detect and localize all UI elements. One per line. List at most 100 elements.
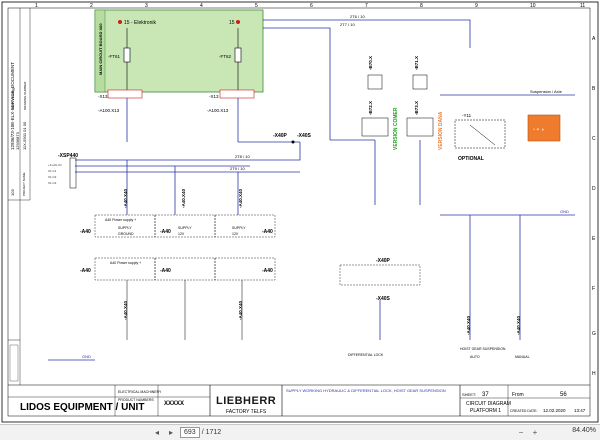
svg-text:X1.C3: X1.C3 xyxy=(48,181,57,185)
connector-2-label: -X13 xyxy=(209,94,219,99)
sensor-b70: -B70.X xyxy=(367,56,383,90)
connector-1-sub: -A100.X13 xyxy=(98,108,120,113)
row-g: G xyxy=(592,331,596,337)
svg-text:MANUAL: MANUAL xyxy=(515,355,530,359)
col-11: 11 xyxy=(580,3,585,9)
created-label: CREATED DATE: xyxy=(510,409,538,413)
orange-component xyxy=(527,114,561,142)
svg-text:-A40.X40: -A40.X40 xyxy=(238,300,243,320)
factory-label: FACTORY TELFS xyxy=(226,409,267,415)
from-number: 56 xyxy=(560,392,567,398)
svg-text:DIFFERENTIAL LOCK: DIFFERENTIAL LOCK xyxy=(348,353,384,357)
svg-text:SUPPLY: SUPPLY xyxy=(178,226,192,230)
b71-label: -B71.X xyxy=(414,56,419,70)
circuit-diagram-sheet: 1 2 3 4 5 6 7 8 9 10 11 A B C D E F G H … xyxy=(0,0,600,424)
sheet-label: SHEET: xyxy=(462,392,476,397)
row-a: A xyxy=(592,36,596,42)
connector-x13-b xyxy=(219,89,255,99)
col-5: 5 xyxy=(255,3,258,9)
lower-right-circuits: -X40P -X40S DIFFERENTIAL LOCK -A40.X40 -… xyxy=(339,258,530,359)
svg-text:-A40: -A40 xyxy=(160,229,171,235)
svg-text:AUTO: AUTO xyxy=(470,355,480,359)
svg-text:12V: 12V xyxy=(178,232,185,236)
col-4: 4 xyxy=(200,3,203,9)
svg-text:-A40.X40: -A40.X40 xyxy=(466,315,471,335)
blue-wires xyxy=(48,19,575,361)
title-block: LIDOS EQUIPMENT / UNIT ELECTRICAL MACHIN… xyxy=(8,384,590,416)
svg-text:-A40.X40: -A40.X40 xyxy=(123,188,128,208)
x40-connectors: -X40P -X40S xyxy=(273,133,312,144)
version-comer: VERSION COMER xyxy=(393,107,399,150)
idnum-label: IDENT. NUMBER: xyxy=(11,86,15,110)
svg-text:-A40: -A40 xyxy=(160,268,171,274)
col-1: 1 xyxy=(35,3,38,9)
svg-text:-X40S: -X40S xyxy=(376,296,391,302)
project-label: PROJECT NAME: xyxy=(22,172,26,196)
page-count: 103 xyxy=(10,189,15,196)
xsp440-connector: -XSP440 +F+2C-X1 X1.C1 X1.C2 X1.C3 xyxy=(48,153,78,189)
a40-block-1: -A40.X40 -A40 A40 Power supply + SUPPLY … xyxy=(80,188,156,340)
row-b: B xyxy=(592,86,596,92)
gnd-label-left: GND xyxy=(82,354,91,359)
elektronik-label: 15 - Elektronik xyxy=(124,20,156,26)
svg-text:SUPPLY: SUPPLY xyxy=(232,226,246,230)
b73-label: -B73.X xyxy=(414,101,419,115)
wire-2t9: 2T9 / 10 xyxy=(230,166,245,171)
y11-label: -Y11 xyxy=(462,113,472,118)
wire-labels: 2T6 / 10 2T7 / 10 2T8 / 10 2T9 / 10 Susp… xyxy=(82,14,569,359)
column-markers: 1 2 3 4 5 6 7 8 9 10 11 xyxy=(35,3,585,9)
row-e: E xyxy=(592,236,596,242)
fuse-ft62 xyxy=(234,47,242,63)
doc-number: 12936873 xyxy=(15,131,20,150)
svg-text:-A40: -A40 xyxy=(80,229,91,235)
red-indicator-1 xyxy=(118,20,122,24)
outer-frame xyxy=(1,1,599,423)
diagram-svg: 1 2 3 4 5 6 7 8 9 10 11 A B C D E F G H … xyxy=(1,1,599,423)
pdf-viewer-toolbar: ◂ ▸ 693 / 1712 − + 84.40% xyxy=(0,424,600,440)
row-d: D xyxy=(592,186,596,192)
prev-page-icon[interactable]: ◂ xyxy=(154,427,159,437)
optional-block: OPTIONAL -Y11 ◔ ◓ ◑ xyxy=(454,113,561,162)
svg-text:X1.C2: X1.C2 xyxy=(48,175,57,179)
sensor-b71: -B71.X xyxy=(412,56,428,90)
connector-x13-a xyxy=(107,89,143,99)
zoom-controls: − + xyxy=(514,426,542,438)
fuse-2-label: -FT62 xyxy=(219,54,231,59)
small-label-2: PRODUCT NUMBERS xyxy=(118,398,154,402)
col-3: 3 xyxy=(145,3,148,9)
page-number-input[interactable]: 693 xyxy=(180,426,200,438)
a40-block-2: -A40.X40 -A40 SUPPLY 12V -A40 xyxy=(154,188,216,340)
zoom-out-icon[interactable]: − xyxy=(518,427,524,437)
connector-2-sub: -A100.X13 xyxy=(207,108,229,113)
x40p-label: -X40P xyxy=(273,133,288,139)
gnd-label-right: GND xyxy=(560,209,569,214)
version-dana: VERSION DANA xyxy=(438,111,444,150)
sensor-b72: -B72.X xyxy=(361,101,389,137)
svg-text:X1.C1: X1.C1 xyxy=(48,169,57,173)
inner-frame xyxy=(7,7,591,417)
zoom-level[interactable]: 84.40% xyxy=(572,427,596,434)
row-markers: A B C D E F G H xyxy=(592,36,596,377)
description: SUPPLY WORKING HYDRAULIC & DIFFERENTIAL … xyxy=(286,388,446,393)
wire-2t8: 2T8 / 10 xyxy=(235,154,250,159)
svg-text:GROUND: GROUND xyxy=(118,232,134,236)
diagram-title-1: CIRCUIT DIAGRAM xyxy=(466,401,511,407)
svg-text:+F+2C-X1: +F+2C-X1 xyxy=(48,163,62,167)
zoom-in-icon[interactable]: + xyxy=(532,427,538,437)
col-7: 7 xyxy=(365,3,368,9)
svg-text:-A40: -A40 xyxy=(262,268,273,274)
sheet-number: 37 xyxy=(482,392,489,398)
doc-number-2: 11X-5901 01 00 xyxy=(22,121,27,150)
num-15-label: 15 xyxy=(229,20,235,26)
a40-block-3: -A40.X40 -A40 SUPPLY 12V -A40 -A40.X40 xyxy=(214,188,276,340)
svg-text:HOIST GEAR SUSPENSION: HOIST GEAR SUSPENSION xyxy=(460,347,506,351)
page-navigation: ◂ ▸ 693 / 1712 xyxy=(150,426,221,438)
next-page-icon[interactable]: ▸ xyxy=(168,427,173,437)
svg-text:SUPPLY: SUPPLY xyxy=(118,226,132,230)
left-sidebar: 12936/73-10E-ELX-SERVICE_DOCUMENT 129368… xyxy=(8,8,31,385)
svg-text:-A40: -A40 xyxy=(262,229,273,235)
red-indicator-2 xyxy=(236,20,240,24)
from-label: From xyxy=(512,392,524,398)
row-h: H xyxy=(592,371,596,377)
col-10: 10 xyxy=(530,3,536,9)
